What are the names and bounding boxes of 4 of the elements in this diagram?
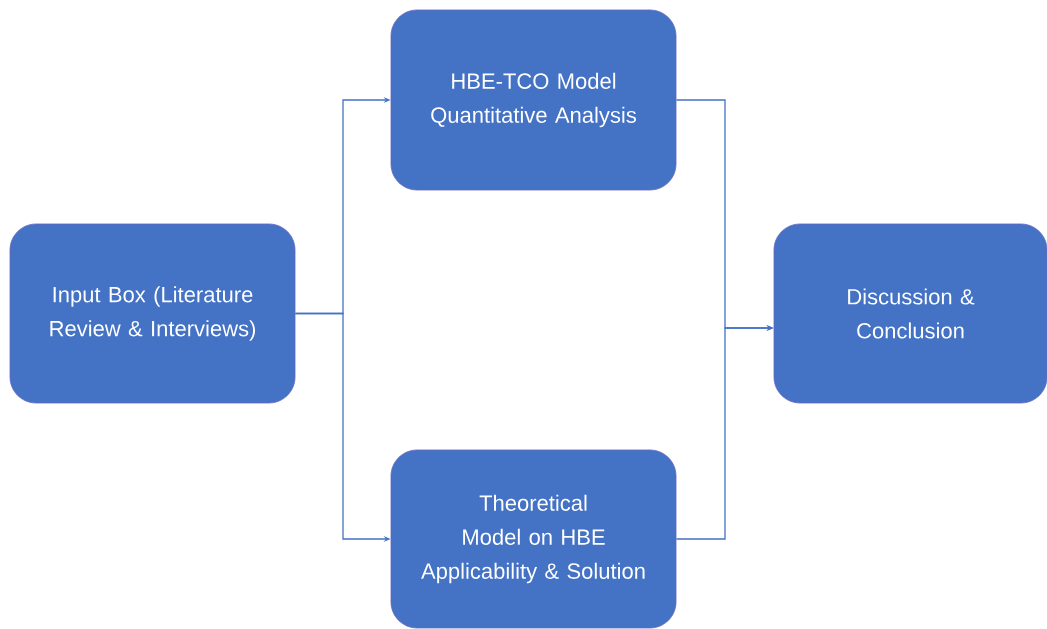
- process-box: Input Box (Literature Review & Interviews): [9, 223, 296, 404]
- process-box: Theoretical Model on HBE Applicability & Solution: [390, 449, 677, 629]
- process-box: Discussion & Conclusion: [773, 223, 1047, 404]
- process-box: HBE-TCO Model Quantitative Analysis: [390, 9, 677, 191]
